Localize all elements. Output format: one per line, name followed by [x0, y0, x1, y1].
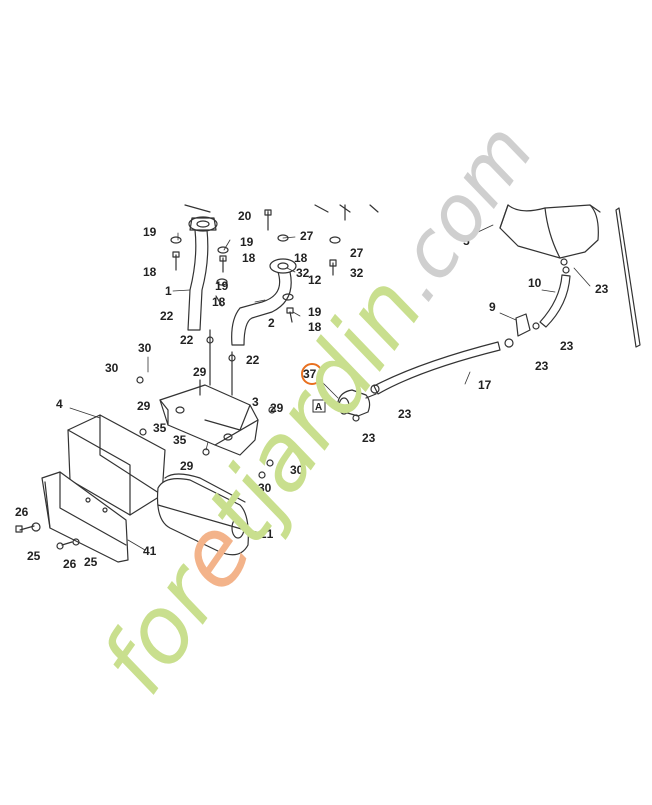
bolts — [15, 522, 80, 550]
muffler — [156, 473, 249, 556]
callout-17: 17 — [478, 378, 492, 392]
part-37-highlight — [301, 363, 323, 385]
callout-5: 5 — [463, 234, 470, 248]
callout-23: 23 — [560, 339, 574, 353]
callout-A: A — [315, 402, 322, 413]
callout-22: 22 — [246, 353, 260, 367]
callout-A-box — [312, 399, 326, 413]
callout-29: 29 — [270, 401, 284, 415]
engine-frame — [184, 204, 601, 259]
callout-19: 19 — [215, 279, 229, 293]
callout-35: 35 — [153, 421, 167, 435]
callout-29: 29 — [180, 459, 194, 473]
callout-18: 18 — [242, 251, 256, 265]
callout-41: 41 — [143, 544, 157, 558]
callout-19: 19 — [143, 225, 157, 239]
callout-30: 30 — [105, 361, 119, 375]
watermark-logo: foretjardin.com — [80, 100, 553, 712]
callout-20: 20 — [238, 209, 252, 223]
callout-23: 23 — [595, 282, 609, 296]
callout-9: 9 — [489, 300, 496, 314]
exhaust-pipe-2 — [231, 258, 297, 346]
callout-27: 27 — [350, 246, 364, 260]
callout-1: 1 — [165, 284, 172, 298]
callout-12: 12 — [308, 273, 322, 287]
fuel-hose — [539, 258, 571, 328]
rod — [615, 207, 641, 348]
callout-37: 37 — [303, 367, 317, 381]
callout-23: 23 — [362, 431, 376, 445]
leader-lines — [69, 209, 591, 551]
callout-10: 10 — [528, 276, 542, 290]
callout-25: 25 — [27, 549, 41, 563]
fuel-filter — [337, 389, 377, 422]
clip — [515, 313, 540, 337]
callout-22: 22 — [180, 333, 194, 347]
callout-2: 2 — [268, 316, 275, 330]
callout-3: 3 — [252, 395, 259, 409]
exhaust-pipe-1 — [187, 216, 218, 331]
callout-23: 23 — [535, 359, 549, 373]
callout-32: 32 — [296, 266, 310, 280]
bracket — [136, 329, 276, 479]
callout-19: 19 — [308, 305, 322, 319]
callout-35: 35 — [173, 433, 187, 447]
callout-18: 18 — [294, 251, 308, 265]
callout-labels: 20 19 19 18 27 27 18 18 12 32 32 19 1 18… — [15, 209, 609, 571]
callout-19: 19 — [240, 235, 254, 249]
callout-18: 18 — [143, 265, 157, 279]
callout-26: 26 — [63, 557, 77, 571]
callout-4: 4 — [56, 397, 63, 411]
callout-29: 29 — [137, 399, 151, 413]
callout-18: 18 — [308, 320, 322, 334]
callout-29: 29 — [193, 365, 207, 379]
callout-21: 21 — [260, 527, 274, 541]
callout-18: 18 — [212, 295, 226, 309]
callout-30: 30 — [290, 463, 304, 477]
callout-32: 32 — [350, 266, 364, 280]
callout-30: 30 — [258, 481, 272, 495]
fuel-line — [370, 338, 514, 395]
callout-26: 26 — [15, 505, 29, 519]
svg-text:foretjardin.com: foretjardin.com — [80, 100, 553, 712]
callout-22: 22 — [160, 309, 174, 323]
callout-30: 30 — [138, 341, 152, 355]
callout-25: 25 — [84, 555, 98, 569]
muffler-cover — [41, 471, 129, 563]
callout-27: 27 — [300, 229, 314, 243]
callout-23: 23 — [398, 407, 412, 421]
